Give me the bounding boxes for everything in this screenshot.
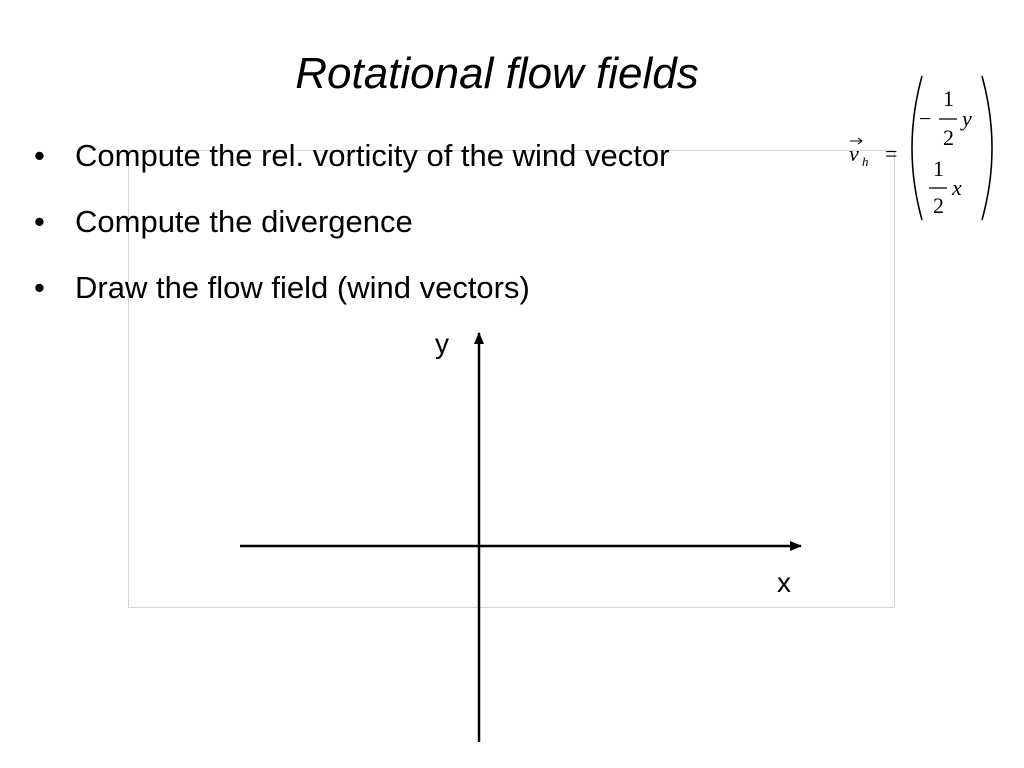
formula-equals: = xyxy=(885,141,897,166)
formula-lhs-var: v xyxy=(849,141,859,166)
x-axis-label: x xyxy=(777,567,791,598)
bullet-text: Compute the divergence xyxy=(75,204,413,239)
left-paren-icon xyxy=(911,75,923,221)
bullet-icon: • xyxy=(34,138,45,173)
bullet-item: • Draw the flow field (wind vectors) xyxy=(30,258,669,324)
wind-vector-formula: v h = − 1 2 y 1 2 x xyxy=(849,75,993,221)
y-axis-label: y xyxy=(435,328,449,359)
slide-title: Rotational flow fields xyxy=(295,49,699,98)
formula-row2-numerator: 1 xyxy=(933,156,944,181)
bullet-item: • Compute the divergence xyxy=(30,192,669,258)
bullet-text: Draw the flow field (wind vectors) xyxy=(75,270,530,305)
bullet-item: • Compute the rel. vorticity of the wind… xyxy=(30,126,669,192)
formula-row1-sign: − xyxy=(919,106,931,131)
formula-row1-denominator: 2 xyxy=(943,125,954,150)
formula-row1-var: y xyxy=(960,106,972,131)
right-paren-icon xyxy=(981,75,993,221)
bullet-icon: • xyxy=(34,204,45,239)
vector-arrow-icon xyxy=(850,137,863,145)
bullet-list: • Compute the rel. vorticity of the wind… xyxy=(30,126,669,324)
bullet-text: Compute the rel. vorticity of the wind v… xyxy=(75,138,670,173)
bullet-icon: • xyxy=(34,270,45,305)
formula-row2-denominator: 2 xyxy=(933,193,944,218)
formula-row2-var: x xyxy=(951,175,962,200)
formula-row1-numerator: 1 xyxy=(943,86,954,111)
formula-lhs-subscript: h xyxy=(862,154,869,169)
placeholder-frame xyxy=(128,150,895,608)
